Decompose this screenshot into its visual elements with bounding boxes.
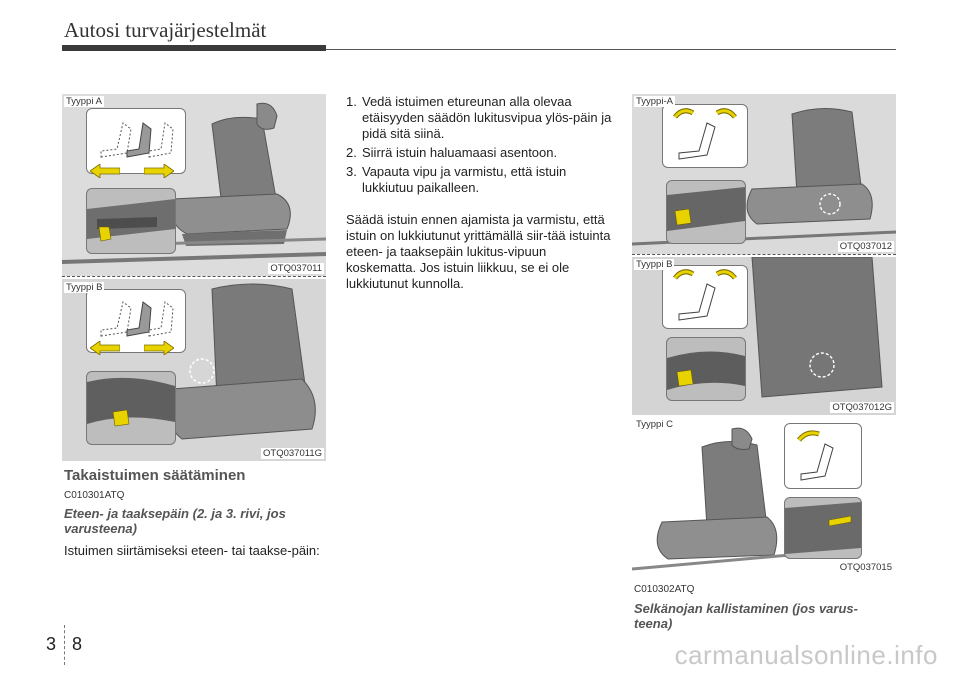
page-header-title: Autosi turvajärjestelmät (64, 18, 267, 42)
inset-lever-closeup (784, 497, 862, 559)
figure-seat-slide-type-a: Tyyppi A OTQ037011 (62, 94, 326, 276)
arrow-right-icon (143, 340, 175, 360)
figure-caption: OTQ037011 (268, 263, 324, 274)
type-label: Tyyppi B (64, 282, 105, 293)
seat-slide-diagram-icon (100, 301, 174, 337)
figure-backrest-type-c: Tyyppi C OTQ037015 (632, 417, 896, 575)
figure-caption: OTQ037012G (830, 402, 894, 413)
page-chapter-number: 3 (46, 634, 57, 654)
figure-seat-slide-type-b: Tyyppi B OTQ037011G (62, 279, 326, 461)
header-bar (62, 45, 326, 51)
inset-recline-diagram (662, 104, 748, 168)
type-label: Tyyppi B (634, 259, 675, 270)
subheading: Selkänojan kallistaminen (jos varus-teen… (634, 601, 858, 631)
figure-backrest-type-b: Tyyppi B OTQ037012G (632, 257, 896, 415)
list-item: 1.Vedä istuimen etureunan alla olevaa et… (346, 94, 612, 141)
header-rule (326, 49, 896, 50)
section-code: C010302ATQ (634, 584, 695, 595)
arrow-left-icon (89, 340, 121, 360)
inset-lever-closeup (666, 180, 746, 244)
watermark: carmanualsonline.info (674, 640, 938, 670)
hand-icon (98, 226, 112, 242)
seat-slide-diagram-icon (100, 122, 174, 158)
inset-recline-diagram (662, 265, 748, 329)
figure-divider (62, 276, 326, 277)
arrow-left-icon (89, 163, 121, 183)
inset-seat-diagram (86, 108, 186, 174)
page-number: 8 (72, 634, 83, 654)
recline-diagram-icon (673, 108, 737, 160)
section-code: C010301ATQ (64, 490, 125, 501)
footer-divider (64, 625, 66, 665)
hand-icon (676, 369, 694, 387)
list-item: 2.Siirrä istuin haluamaasi asentoon. (346, 145, 558, 160)
recline-diagram-icon (673, 269, 737, 321)
type-label: Tyyppi-A (634, 96, 675, 107)
inset-lever-closeup (86, 371, 176, 445)
paragraph: Säädä istuin ennen ajamista ja varmistu,… (346, 212, 611, 291)
steps-list: 1.Vedä istuimen etureunan alla olevaa et… (346, 94, 612, 199)
inset-lever-closeup (666, 337, 746, 401)
inset-lever-closeup (86, 188, 176, 254)
arrow-right-icon (143, 163, 175, 183)
type-label: Tyyppi C (634, 419, 675, 430)
figure-divider (632, 254, 896, 255)
hand-icon (674, 208, 692, 226)
hand-icon (112, 409, 130, 427)
type-label: Tyyppi A (64, 96, 104, 107)
list-item: 3.Vapauta vipu ja varmistu, että istuin … (346, 164, 567, 195)
subheading: Eteen- ja taaksepäin (2. ja 3. rivi, jos… (64, 506, 286, 536)
figure-caption: OTQ037011G (261, 448, 324, 459)
inset-seat-diagram (86, 289, 186, 353)
figure-backrest-type-a: Tyyppi-A OTQ037012 (632, 94, 896, 254)
inset-recline-diagram (784, 423, 862, 489)
hand-icon (828, 515, 852, 527)
section-title: Takaistuimen säätäminen (64, 467, 246, 484)
figure-caption: OTQ037012 (837, 241, 894, 252)
paragraph: Istuimen siirtämiseksi eteen- tai taakse… (64, 543, 320, 558)
figure-caption: OTQ037015 (837, 562, 894, 573)
recline-diagram-icon (797, 430, 834, 481)
